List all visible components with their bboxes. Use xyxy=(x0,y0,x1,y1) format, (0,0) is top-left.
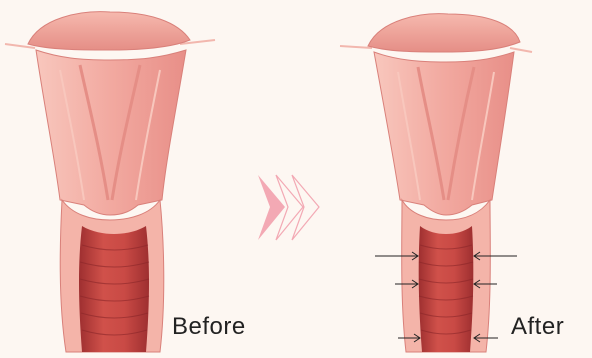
organ-before xyxy=(5,12,215,352)
caption-before: Before xyxy=(172,313,246,341)
organ-after xyxy=(340,14,532,352)
transition-arrow-icon xyxy=(258,175,319,240)
caption-after: After xyxy=(511,313,564,341)
